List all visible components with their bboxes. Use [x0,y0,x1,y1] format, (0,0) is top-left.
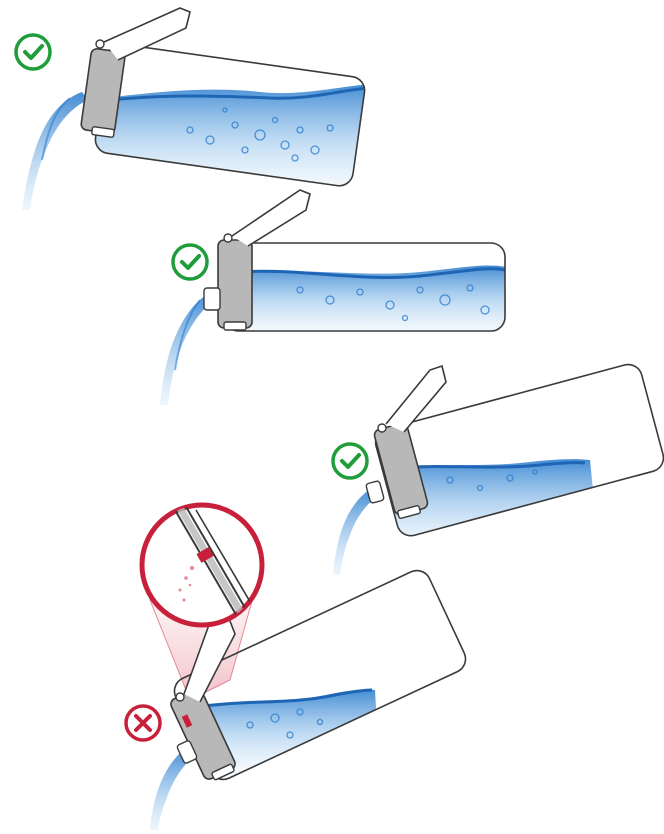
step-2-bottle [160,189,506,405]
check-circle-icon [14,33,52,71]
lid-3 [385,364,447,433]
cap-band-2 [217,239,253,329]
water-stream-4 [150,748,194,830]
bottle-body-3 [374,363,664,537]
step-3-bottle [333,363,664,575]
check-circle-icon [331,442,369,480]
check-circle-icon [171,243,209,281]
step-1-bottle [22,7,367,210]
lid-2 [231,189,311,247]
water-body-1 [93,84,367,188]
water-stream-1 [22,92,88,210]
magnifier-detail [139,502,265,628]
water-body-2 [225,265,505,331]
lid-1 [103,7,191,61]
x-circle-icon [124,704,162,742]
